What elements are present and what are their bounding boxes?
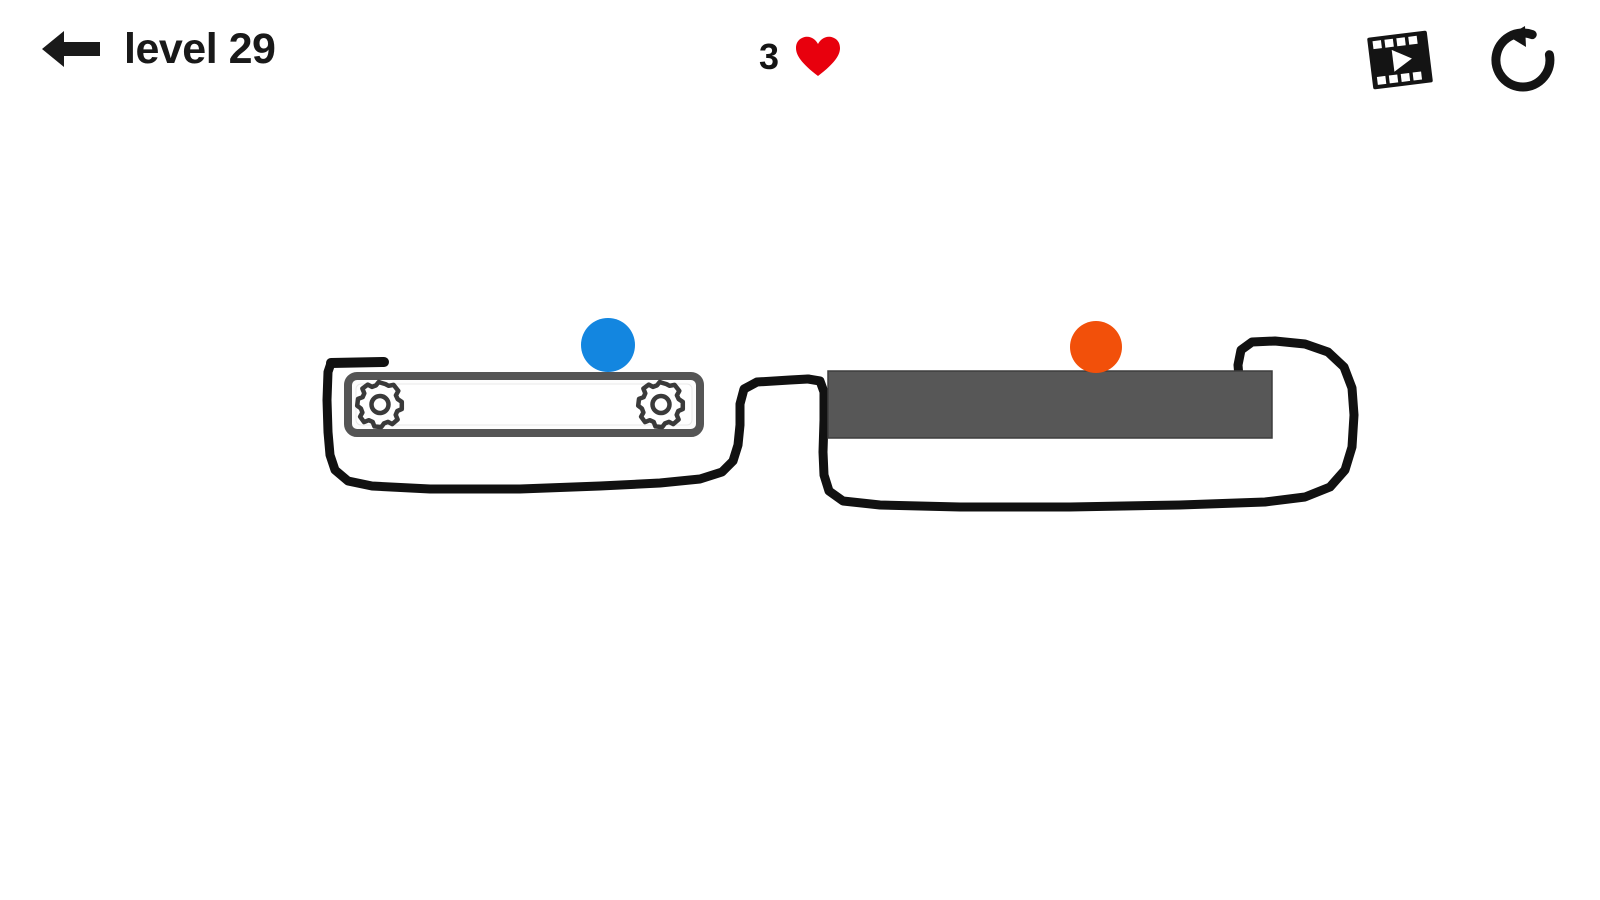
watch-video-button[interactable] xyxy=(1362,24,1438,99)
conveyor-belt[interactable] xyxy=(344,372,704,437)
conveyor-gear-left xyxy=(354,379,405,430)
film-play-icon xyxy=(1367,30,1433,90)
level-title: level 29 xyxy=(124,24,276,73)
heart-icon xyxy=(796,36,841,76)
orange-ball xyxy=(1070,321,1122,373)
restart-level-button[interactable] xyxy=(1486,24,1560,99)
back-button[interactable] xyxy=(40,26,102,72)
lives-count: 3 xyxy=(758,36,780,77)
left-container xyxy=(322,357,813,494)
restart-icon xyxy=(1491,26,1555,92)
solid-gray-bar xyxy=(827,370,1273,439)
right-container xyxy=(803,336,1359,512)
back-arrow-icon xyxy=(42,31,100,67)
conveyor-gear-right xyxy=(635,379,686,430)
hud-bar: level 29 3 xyxy=(0,0,1600,130)
hud-left-group: level 29 xyxy=(40,24,276,73)
blue-ball xyxy=(581,318,635,372)
hud-right-group xyxy=(1362,24,1560,99)
